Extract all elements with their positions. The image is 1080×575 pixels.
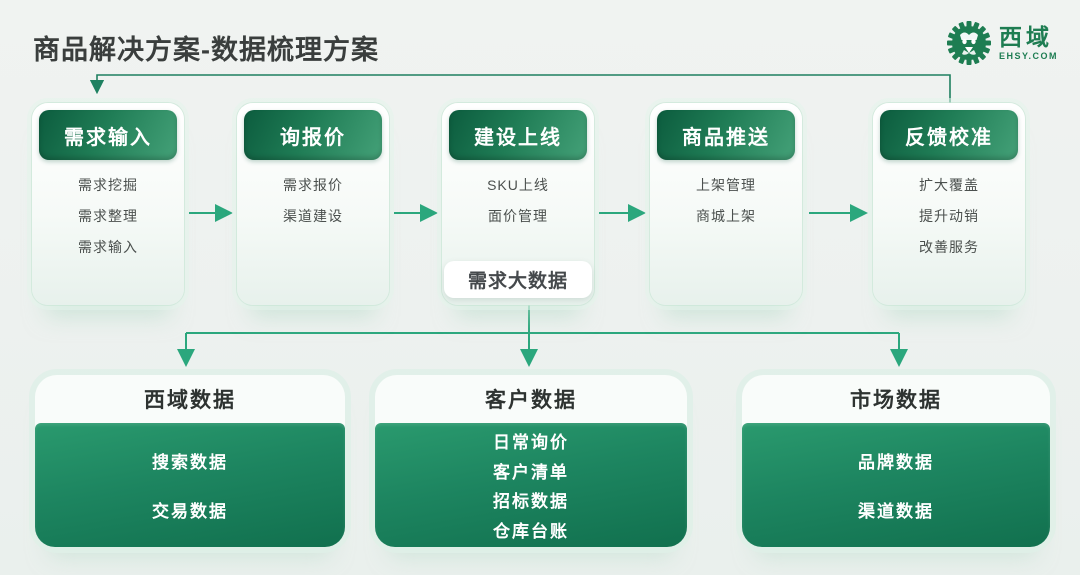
stage-item: 渠道建设 xyxy=(283,208,343,224)
data-card-panel: 日常询价 客户清单 招标数据 仓库台账 xyxy=(375,423,687,547)
logo-domain-text: EHSY.COM xyxy=(998,50,1058,61)
feedback-loop-line xyxy=(89,74,951,103)
stage-item: 商城上架 xyxy=(696,208,756,224)
stage-item: 面价管理 xyxy=(488,208,548,224)
data-card-title: 西域数据 xyxy=(144,389,236,412)
data-item: 搜索数据 xyxy=(152,452,228,472)
stage-item: 上架管理 xyxy=(696,177,756,193)
stage-item: 提升动销 xyxy=(919,208,979,224)
stage-header: 需求输入 xyxy=(39,110,177,160)
logo-brand-text: 西域 xyxy=(998,23,1053,50)
stage-header: 反馈校准 xyxy=(880,110,1018,160)
page-title: 商品解决方案-数据梳理方案 xyxy=(33,35,379,65)
data-item: 日常询价 xyxy=(493,432,569,452)
data-card-title: 市场数据 xyxy=(850,389,942,412)
stage-card-product-push: 商品推送 上架管理 商城上架 xyxy=(650,103,802,305)
data-item: 客户清单 xyxy=(493,462,569,482)
data-item: 交易数据 xyxy=(152,502,228,522)
stage-item: 需求输入 xyxy=(78,239,138,255)
data-item: 渠道数据 xyxy=(858,502,934,522)
demand-big-data-badge: 需求大数据 xyxy=(444,261,592,298)
stage-header: 商品推送 xyxy=(657,110,795,160)
stage-item: 扩大覆盖 xyxy=(919,177,979,193)
data-item: 品牌数据 xyxy=(858,452,934,472)
data-card-market-data: 市场数据 品牌数据 渠道数据 xyxy=(742,375,1050,547)
stage-card-demand-input: 需求输入 需求挖掘 需求整理 需求输入 xyxy=(32,103,184,305)
stage-item: 需求报价 xyxy=(283,177,343,193)
stage-card-feedback-calibration: 反馈校准 扩大覆盖 提升动销 改善服务 xyxy=(873,103,1025,305)
lion-gear-icon xyxy=(946,21,991,65)
data-card-panel: 搜索数据 交易数据 xyxy=(35,423,345,547)
stage-item: SKU上线 xyxy=(487,177,549,193)
stage-card-build-launch: 建设上线 SKU上线 面价管理 需求大数据 xyxy=(442,103,594,305)
stage-header: 询报价 xyxy=(244,110,382,160)
data-card-title: 客户数据 xyxy=(485,389,577,412)
stage-header: 建设上线 xyxy=(449,110,587,160)
stage-item: 需求挖掘 xyxy=(78,177,138,193)
stage-item: 改善服务 xyxy=(919,239,979,255)
data-card-customer-data: 客户数据 日常询价 客户清单 招标数据 仓库台账 xyxy=(375,375,687,547)
data-card-xiyu-data: 西域数据 搜索数据 交易数据 xyxy=(35,375,345,547)
stage-item: 需求整理 xyxy=(78,208,138,224)
brand-logo: 西域 EHSY.COM xyxy=(946,20,1058,66)
data-item: 仓库台账 xyxy=(493,522,569,542)
data-item: 招标数据 xyxy=(493,492,569,512)
data-card-panel: 品牌数据 渠道数据 xyxy=(742,423,1050,547)
stage-card-inquiry-quote: 询报价 需求报价 渠道建设 xyxy=(237,103,389,305)
